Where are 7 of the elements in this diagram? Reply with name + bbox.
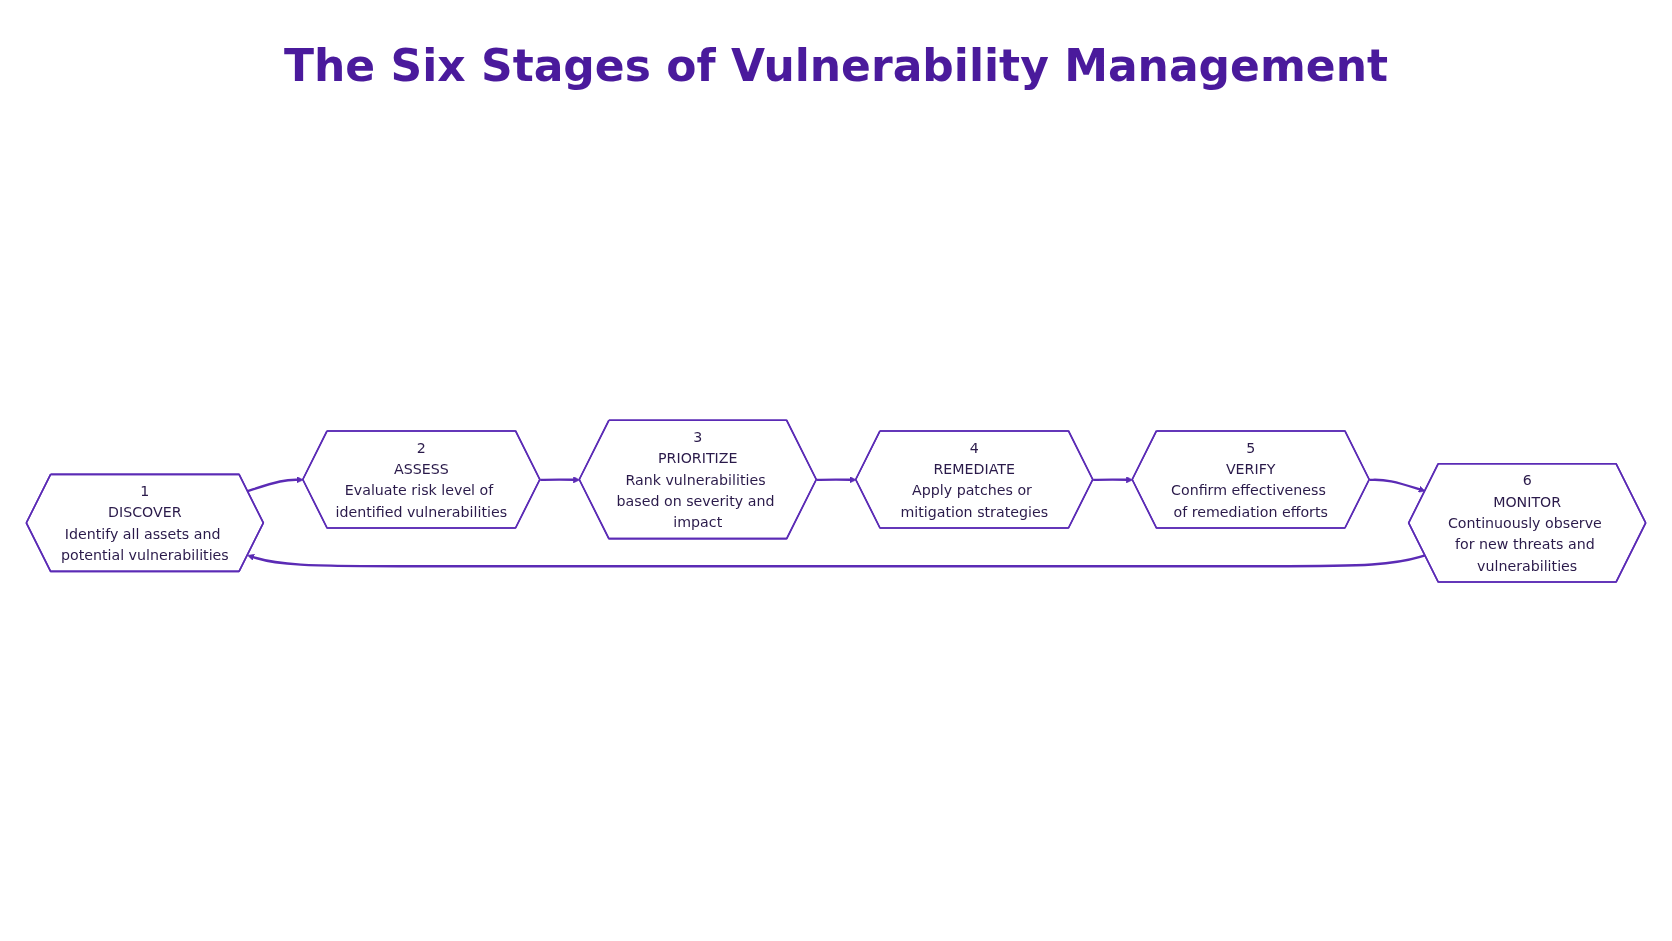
diagram-title: The Six Stages of Vulnerability Management [284, 40, 1388, 91]
arrow [247, 553, 1426, 568]
arrow [247, 476, 304, 493]
arrow [1369, 478, 1426, 493]
arrow [816, 476, 857, 484]
arrow [1093, 476, 1133, 484]
arrow [540, 476, 580, 484]
